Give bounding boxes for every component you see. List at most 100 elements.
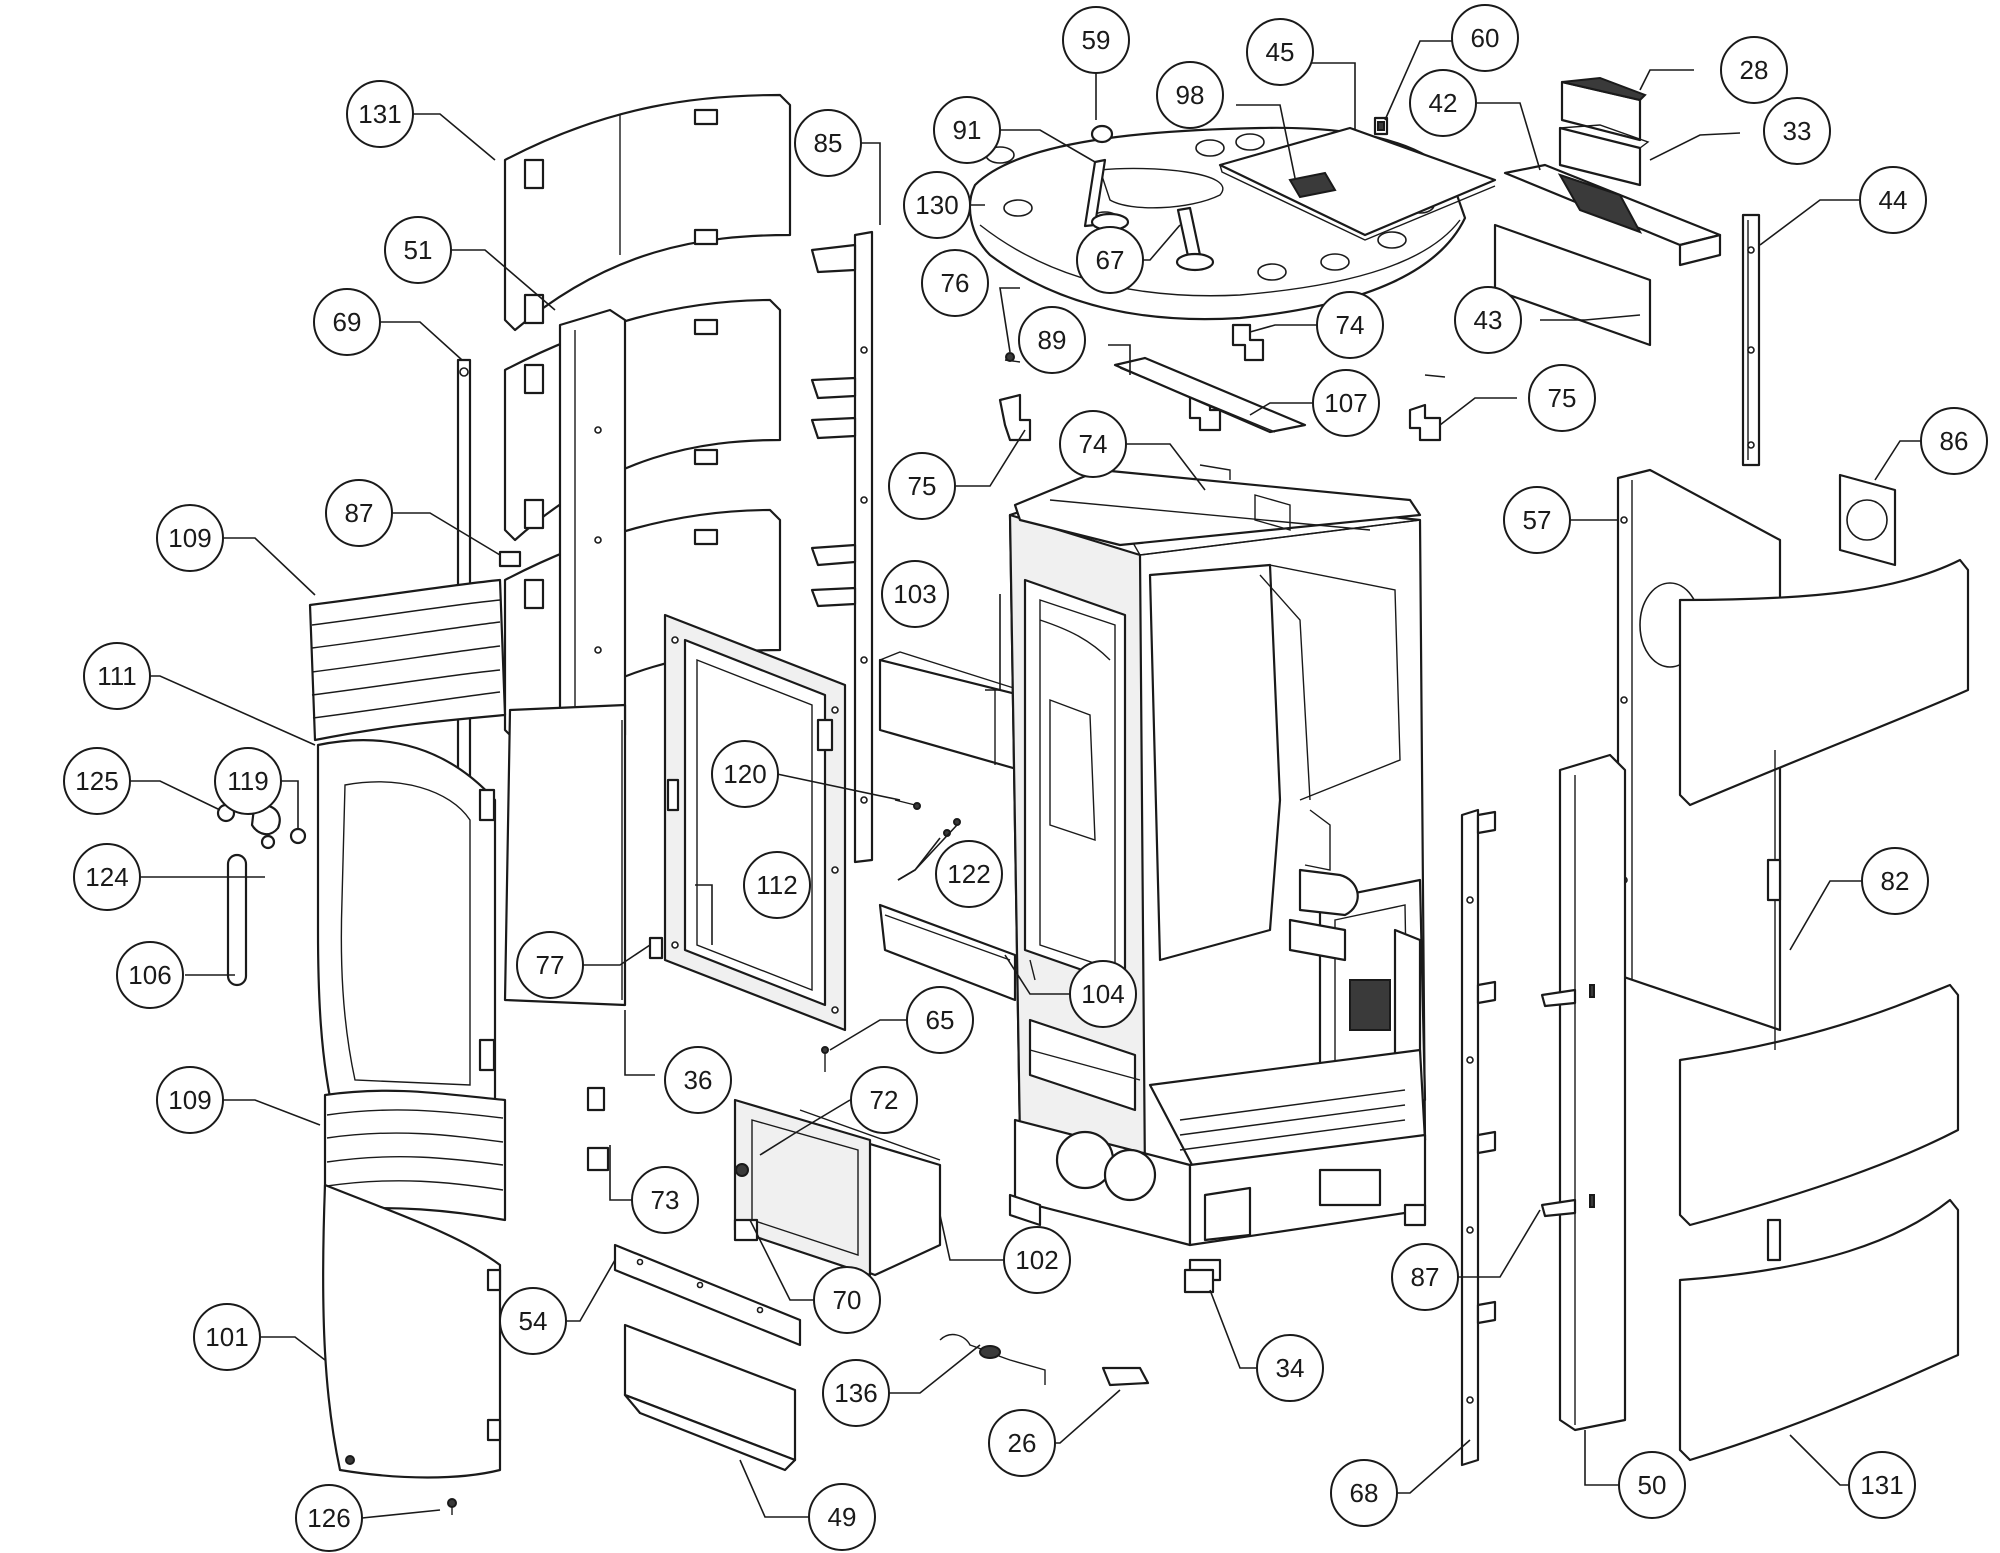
callout-130: 130 (903, 171, 971, 239)
part-98 (1288, 171, 1337, 199)
callout-74a: 74 (1316, 291, 1384, 359)
svg-text:73: 73 (651, 1185, 680, 1215)
callout-44: 44 (1859, 166, 1927, 234)
plate-49 (623, 1323, 797, 1472)
lower-front-panel-101 (322, 1183, 502, 1479)
callout-43: 43 (1454, 286, 1522, 354)
callout-54: 54 (499, 1287, 567, 1355)
part-28 (1560, 76, 1647, 142)
callout-91: 91 (933, 96, 1001, 164)
callout-28: 28 (1720, 36, 1788, 104)
callout-26: 26 (988, 1409, 1056, 1477)
side-panel-77 (503, 703, 664, 1007)
callout-131b: 131 (1848, 1451, 1916, 1519)
svg-text:33: 33 (1783, 116, 1812, 146)
column-50 (1540, 753, 1627, 1432)
callout-119: 119 (214, 747, 282, 815)
callout-101: 101 (193, 1303, 261, 1371)
plate-54 (613, 1243, 802, 1347)
svg-text:76: 76 (941, 268, 970, 298)
callout-74b: 74 (1059, 410, 1127, 478)
svg-text:57: 57 (1523, 505, 1552, 535)
lower-grille-109 (323, 1089, 507, 1222)
svg-text:106: 106 (128, 960, 171, 990)
callout-122: 122 (935, 840, 1003, 908)
svg-text:125: 125 (75, 766, 118, 796)
svg-text:85: 85 (814, 128, 843, 158)
callout-104: 104 (1069, 960, 1137, 1028)
rod-91 (1083, 158, 1130, 232)
callout-68: 68 (1330, 1459, 1398, 1527)
svg-text:50: 50 (1638, 1470, 1667, 1500)
leader-lines (118, 40, 1922, 1519)
callout-109a: 109 (156, 504, 224, 572)
callout-103: 103 (881, 560, 949, 628)
svg-text:112: 112 (756, 870, 797, 900)
handle-assembly (216, 803, 307, 987)
callout-73: 73 (631, 1166, 699, 1234)
svg-text:98: 98 (1176, 80, 1205, 110)
callout-120: 120 (711, 740, 779, 808)
svg-text:131: 131 (358, 99, 401, 129)
upper-grille-109 (308, 578, 507, 742)
svg-text:49: 49 (828, 1502, 857, 1532)
svg-text:28: 28 (1740, 55, 1769, 85)
callout-98: 98 (1156, 61, 1224, 129)
brackets-small (998, 323, 1446, 442)
front-column-51 (558, 308, 627, 747)
callout-34: 34 (1256, 1334, 1324, 1402)
hinge-bar-85 (810, 230, 874, 864)
callout-102: 102 (1003, 1226, 1071, 1294)
svg-text:136: 136 (834, 1378, 877, 1408)
svg-text:87: 87 (1411, 1262, 1440, 1292)
callout-82: 82 (1861, 847, 1929, 915)
svg-text:126: 126 (307, 1503, 350, 1533)
svg-text:102: 102 (1015, 1245, 1058, 1275)
part-33 (1558, 124, 1650, 187)
clip-60 (1373, 116, 1389, 136)
callout-57: 57 (1503, 486, 1571, 554)
svg-text:51: 51 (404, 235, 433, 265)
pin-65 (821, 1046, 829, 1072)
callout-75a: 75 (888, 452, 956, 520)
callout-45: 45 (1246, 18, 1314, 86)
callout-59: 59 (1062, 6, 1130, 74)
callout-112: 112 (743, 851, 811, 919)
callout-136: 136 (822, 1359, 890, 1427)
svg-text:60: 60 (1471, 23, 1500, 53)
svg-text:45: 45 (1266, 37, 1295, 67)
svg-text:101: 101 (205, 1322, 248, 1352)
svg-text:107: 107 (1324, 388, 1367, 418)
svg-text:130: 130 (915, 190, 958, 220)
svg-text:75: 75 (1548, 383, 1577, 413)
svg-text:34: 34 (1276, 1353, 1305, 1383)
svg-text:111: 111 (97, 661, 137, 691)
svg-text:26: 26 (1008, 1428, 1037, 1458)
svg-text:42: 42 (1429, 88, 1458, 118)
small-fasteners-120-122 (894, 799, 961, 837)
svg-text:87: 87 (345, 498, 374, 528)
callout-49: 49 (808, 1483, 876, 1551)
door-frame-111 (316, 739, 497, 1132)
svg-text:104: 104 (1081, 979, 1124, 1009)
svg-text:77: 77 (536, 950, 565, 980)
side-panel-stack-left (503, 93, 792, 742)
callout-42: 42 (1409, 69, 1477, 137)
svg-text:103: 103 (893, 579, 936, 609)
rail-44 (1741, 213, 1761, 467)
svg-text:54: 54 (519, 1306, 548, 1336)
callout-111: 111 (83, 642, 151, 710)
callout-33: 33 (1763, 97, 1831, 165)
door-glass-112 (663, 613, 847, 1032)
callout-76: 76 (921, 249, 989, 317)
svg-text:82: 82 (1881, 866, 1910, 896)
svg-text:109: 109 (168, 523, 211, 553)
svg-text:36: 36 (684, 1065, 713, 1095)
svg-text:75: 75 (908, 471, 937, 501)
ash-drawer-102 (733, 1098, 942, 1277)
callout-106: 106 (116, 941, 184, 1009)
callout-70: 70 (813, 1266, 881, 1334)
svg-text:124: 124 (85, 862, 128, 892)
svg-text:89: 89 (1038, 325, 1067, 355)
